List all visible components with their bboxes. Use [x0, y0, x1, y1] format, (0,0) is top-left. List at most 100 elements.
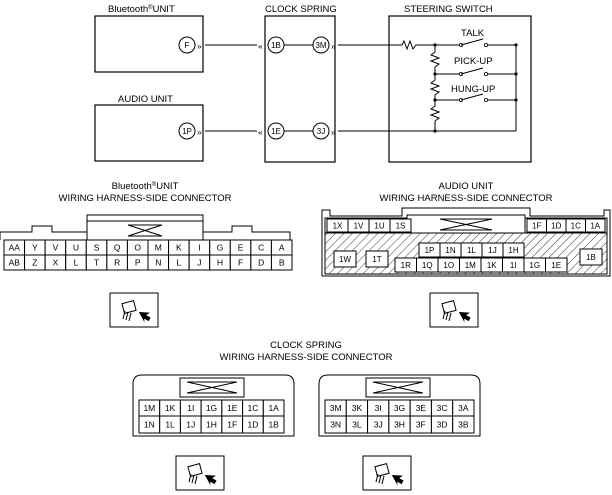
pin-label: R: [114, 258, 120, 268]
pin-cell: [365, 250, 389, 268]
pin-cell: [502, 242, 525, 258]
pin-label: 1S: [396, 222, 406, 231]
pin-label: S: [94, 243, 100, 253]
audio-pin-arrow: »: [197, 127, 202, 137]
pin-label: G: [217, 243, 224, 253]
pin-label: Y: [32, 243, 38, 253]
pin-label: Q: [114, 243, 121, 253]
audio-pin-circle: [178, 122, 196, 140]
pin-label: 1F: [227, 420, 237, 430]
schematic: Bluetooth®UNIT F » AUDIO UNIT 1P » CLOCK…: [94, 4, 532, 163]
resistor-3: [429, 105, 441, 122]
pin-label: 1F: [532, 222, 541, 231]
bt-pin-circle: [178, 36, 196, 54]
pin-label: 1R: [401, 261, 411, 270]
pin-label: AA: [9, 243, 21, 253]
pin-label: 3C: [437, 403, 448, 413]
bluetooth-unit-box: [94, 15, 204, 73]
pin-label: 1H: [206, 420, 217, 430]
pin-label: 3H: [394, 420, 405, 430]
pin-cell: [389, 218, 412, 233]
switch-talk-label: TALK: [461, 28, 485, 39]
pin-label: L: [74, 258, 79, 268]
audio-unit-title: AUDIO UNIT: [118, 94, 173, 105]
cs-arrow-1b: «: [258, 41, 263, 51]
pin-label: V: [53, 243, 59, 253]
pin-label: AB: [9, 258, 21, 268]
pin-label: P: [135, 258, 141, 268]
bluetooth-unit-title: Bluetooth®UNIT: [108, 4, 175, 15]
audio-pin-label: 1P: [182, 127, 192, 136]
resistor-series: [401, 39, 435, 51]
pin-label: 1C: [247, 403, 258, 413]
plug-icon: [429, 292, 479, 328]
pin-label: E: [238, 243, 244, 253]
steering-switch-box: [388, 15, 532, 163]
pin-label: K: [176, 243, 182, 253]
pin-label: 1B: [268, 420, 279, 430]
pin-label: 1B: [586, 253, 596, 262]
pin-cell: [585, 218, 606, 233]
bt-pin-label: F: [184, 40, 189, 50]
pin-cell: [262, 415, 285, 434]
clock-spring-connectors: CLOCK SPRING WIRING HARNESS-SIDE CONNECT…: [132, 340, 481, 437]
resistor-1: [429, 51, 441, 68]
pin-label: 1J: [488, 246, 496, 255]
clock-spring-box: [264, 15, 336, 163]
pin-label: 1L: [165, 420, 175, 430]
bluetooth-connector: Bluetooth®UNIT WIRING HARNESS-SIDE CONNE…: [0, 181, 293, 271]
audio-connector: AUDIO UNIT WIRING HARNESS-SIDE CONNECTOR…: [321, 181, 611, 277]
pin-label: Z: [32, 258, 37, 268]
pin-cell: [579, 248, 603, 266]
pin-label: A: [279, 243, 285, 253]
cs-pin-1b: 1B: [271, 41, 281, 50]
bt-conn-title-2: WIRING HARNESS-SIDE CONNECTOR: [59, 193, 232, 204]
pin-label: I: [198, 243, 200, 253]
pin-label: 1K: [165, 403, 176, 413]
pin-label: 1V: [354, 222, 364, 231]
steering-switch-title: STEERING SWITCH: [404, 4, 493, 15]
pin-label: 1O: [443, 261, 454, 270]
pin-label: 1J: [186, 420, 195, 430]
cs-pin-1e: 1E: [271, 127, 281, 136]
pin-label: X: [53, 258, 59, 268]
audio-unit-box: [94, 104, 204, 162]
pin-label: 1P: [425, 246, 435, 255]
pin-label: C: [258, 243, 264, 253]
pin-label: T: [94, 258, 99, 268]
pin-label: 3J: [374, 420, 383, 430]
pin-label: O: [134, 243, 141, 253]
bt-conn-title-1: Bluetooth®UNIT: [112, 181, 179, 192]
cs-arrow-1e: «: [258, 127, 263, 137]
plug-icon: [362, 455, 412, 491]
pin-label: 3G: [394, 403, 405, 413]
cs-arrow-3j: »: [331, 127, 336, 137]
pin-label: B: [279, 258, 285, 268]
pin-label: 1I: [510, 261, 517, 270]
pin-label: 1T: [372, 255, 381, 264]
pin-cell: [333, 250, 357, 268]
pin-label: 1G: [529, 261, 540, 270]
pin-label: 3A: [458, 403, 469, 413]
pin-label: L: [176, 258, 181, 268]
pin-label: 1U: [374, 222, 384, 231]
pin-label: 3D: [437, 420, 448, 430]
pin-label: 3N: [330, 420, 341, 430]
pin-label: M: [155, 243, 162, 253]
pin-label: J: [197, 258, 201, 268]
pin-label: 1M: [143, 403, 155, 413]
switch-hungup-label: HUNG-UP: [451, 84, 495, 95]
pin-label: 1D: [551, 222, 561, 231]
pin-label: 3M: [330, 403, 342, 413]
pin-cell: [452, 415, 475, 434]
pin-label: U: [73, 243, 79, 253]
pin-label: 3E: [416, 403, 427, 413]
pin-label: 1L: [467, 246, 476, 255]
pin-label: 1C: [571, 222, 581, 231]
pin-label: 3F: [416, 420, 426, 430]
pin-label: 1D: [247, 420, 258, 430]
pin-label: 1W: [339, 255, 351, 264]
pin-cell: [270, 254, 293, 271]
pin-label: H: [217, 258, 223, 268]
